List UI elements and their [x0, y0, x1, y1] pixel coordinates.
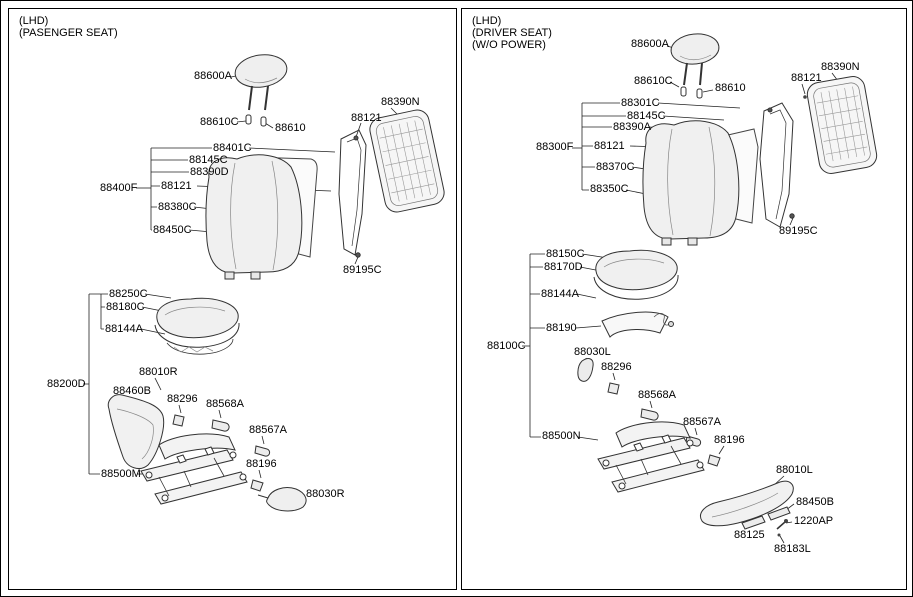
part-label-88144a: 88144A: [541, 288, 579, 300]
headrest-guide-art: [245, 114, 267, 127]
part-label-88600a: 88600A: [194, 70, 232, 82]
small-parts-art: [172, 414, 271, 492]
part-label-88010l: 88010L: [776, 464, 813, 476]
part-label-88121-stack: 88121: [161, 180, 192, 192]
panel-title-line1: (LHD): [19, 15, 49, 27]
side-shield-art: [700, 480, 794, 527]
part-88125-art: [741, 515, 766, 530]
screw-1220ap-art: [776, 519, 788, 537]
part-label-88500n: 88500N: [542, 430, 581, 442]
part-label-88380c: 88380C: [158, 201, 197, 213]
cushion-art: [154, 297, 240, 355]
screw-88183l-art: [777, 533, 781, 537]
part-label-1220ap: 1220AP: [794, 515, 834, 527]
part-label-88145c: 88145C: [627, 110, 666, 122]
part-label-89195c: 89195C: [343, 264, 382, 276]
part-label-88390d: 88390D: [190, 166, 229, 178]
part-label-88183l: 88183L: [774, 543, 811, 555]
seatback-cushion-art: [205, 154, 303, 280]
part-label-88610: 88610: [715, 82, 746, 94]
part-88568a-art: [640, 408, 659, 421]
part-label-88390n: 88390N: [821, 61, 860, 73]
part-label-88030l: 88030L: [574, 346, 611, 358]
part-label-88196: 88196: [246, 458, 277, 470]
part-label-89195c: 89195C: [779, 225, 818, 237]
part-88196-art: [707, 454, 721, 467]
panel-title-line1: (LHD): [472, 15, 502, 27]
part-label-88401c: 88401C: [213, 142, 252, 154]
part-label-88610: 88610: [275, 122, 306, 134]
part-label-88568a: 88568A: [206, 398, 244, 410]
panel-title-line2: (PASENGER SEAT): [19, 27, 118, 39]
seat-track-art: [597, 421, 705, 493]
part-label-88567a: 88567A: [249, 424, 287, 436]
passenger-seat-art: [83, 54, 445, 512]
part-label-88190: 88190: [546, 322, 577, 334]
seatback-board-art: [369, 109, 445, 213]
part-label-88144a: 88144A: [105, 323, 143, 335]
part-label-88450c: 88450C: [153, 224, 192, 236]
panel-title-line3: (W/O POWER): [472, 39, 546, 51]
recliner-lever-art: [257, 487, 307, 512]
seatback-frame-art: [759, 102, 795, 228]
part-label-88200d: 88200D: [47, 378, 86, 390]
part-label-88301c: 88301C: [621, 97, 660, 109]
part-label-88296: 88296: [601, 361, 632, 373]
screw-89195c-art: [789, 213, 795, 219]
cushion-art: [593, 249, 679, 300]
part-label-88150c: 88150C: [546, 248, 585, 260]
part-label-88370c: 88370C: [596, 161, 635, 173]
part-label-88390n: 88390N: [381, 96, 420, 108]
part-label-88125: 88125: [734, 529, 765, 541]
part-label-88350c: 88350C: [590, 183, 629, 195]
seatback-board-art: [806, 76, 878, 174]
part-label-88145c: 88145C: [189, 154, 228, 166]
side-shield-art: [107, 394, 165, 469]
part-88296-art: [172, 414, 185, 427]
seat-mat-art: [601, 311, 674, 338]
part-label-88100c: 88100C: [487, 340, 526, 352]
panel-title-line2: (DRIVER SEAT): [472, 27, 552, 39]
part-label-88568a: 88568A: [638, 389, 676, 401]
seatback-cushion-art: [642, 120, 740, 246]
part-label-88460b: 88460B: [113, 385, 151, 397]
part-label-88170d: 88170D: [544, 261, 583, 273]
part-label-88010r: 88010R: [139, 366, 178, 378]
part-label-88390a: 88390A: [613, 121, 651, 133]
part-88196-art: [250, 479, 264, 492]
part-label-88500m: 88500M: [101, 468, 141, 480]
part-label-88450b: 88450B: [796, 496, 834, 508]
part-88567a-art: [254, 445, 271, 457]
headrest-art: [670, 33, 720, 86]
headrest-art: [234, 54, 288, 111]
part-88030l-art: [577, 358, 594, 382]
part-88568a-art: [211, 419, 230, 432]
part-label-88400f: 88400F: [100, 182, 138, 194]
part-label-88121-top: 88121: [351, 112, 382, 124]
part-label-88030r: 88030R: [306, 488, 345, 500]
driver-seat-art: [522, 33, 878, 544]
part-label-88600a: 88600A: [631, 38, 669, 50]
screw-89195c-art: [355, 252, 361, 258]
part-label-88300f: 88300F: [536, 141, 574, 153]
part-label-88196: 88196: [714, 434, 745, 446]
part-label-88180c: 88180C: [106, 301, 145, 313]
seatback-frame-art: [338, 129, 367, 258]
headrest-guide-art: [680, 86, 703, 99]
screw-88121-art: [803, 95, 807, 99]
trim-parts-art: [741, 506, 791, 530]
part-label-88250c: 88250C: [109, 288, 148, 300]
passenger-seat-panel: (LHD) (PASENGER SEAT) 88600A 88610C 8861…: [8, 8, 457, 590]
part-label-88121-top: 88121: [791, 72, 822, 84]
part-88450b-art: [767, 506, 791, 521]
seat-track-art: [140, 433, 248, 505]
driver-seat-panel: (LHD) (DRIVER SEAT) (W/O POWER) 88600A 8…: [461, 8, 907, 590]
part-label-88610c: 88610C: [200, 116, 239, 128]
part-label-88567a: 88567A: [683, 416, 721, 428]
part-88296-art: [607, 382, 620, 395]
part-label-88121-stack: 88121: [594, 140, 625, 152]
part-label-88610c: 88610C: [634, 75, 673, 87]
part-label-88296: 88296: [167, 393, 198, 405]
